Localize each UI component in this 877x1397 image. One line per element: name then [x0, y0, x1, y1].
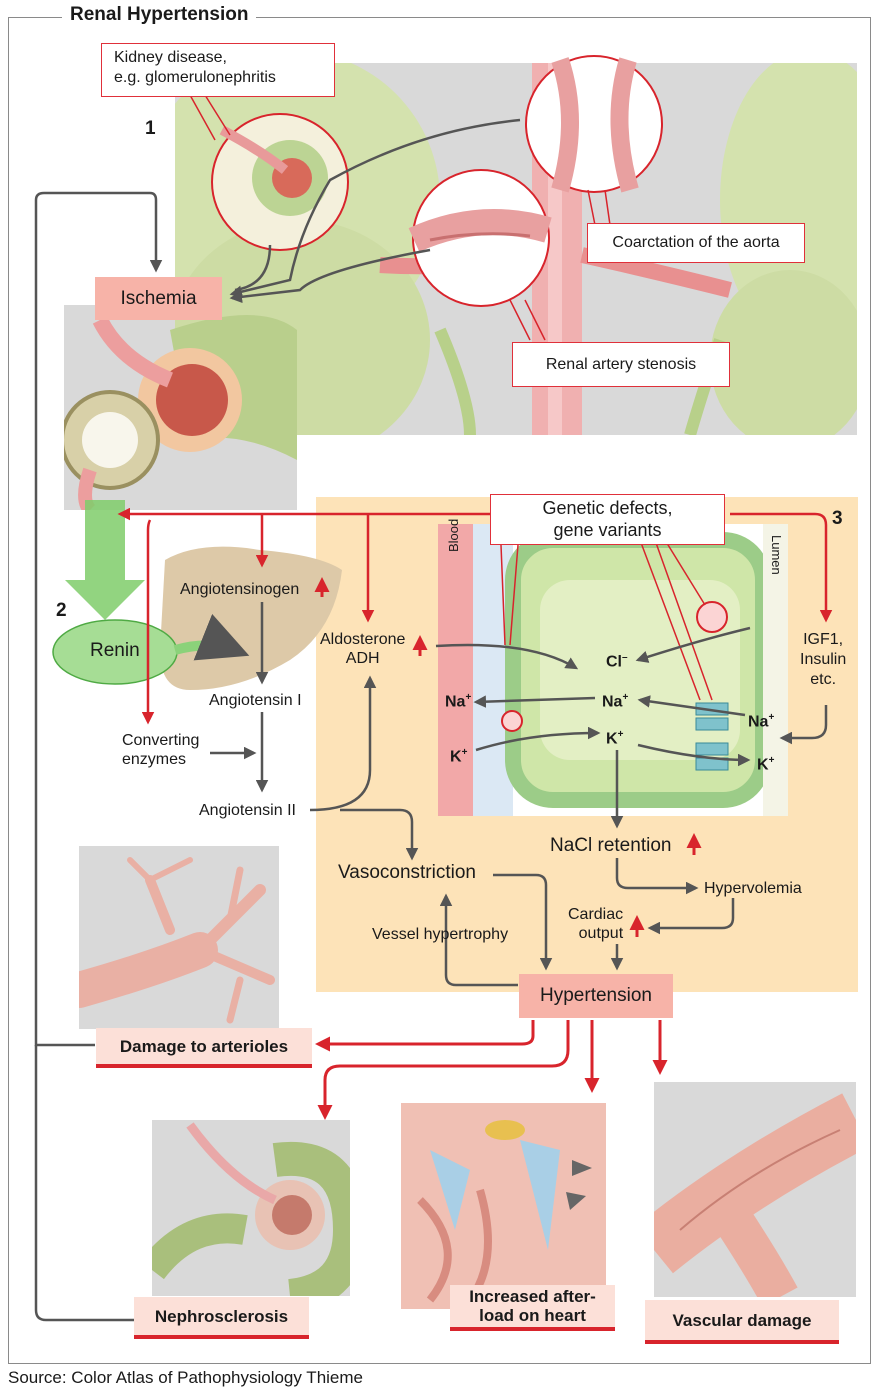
kidney-disease-callout: Kidney disease, e.g. glomerulonephritis: [101, 43, 335, 97]
vascular-damage-box: Vascular damage: [645, 1300, 839, 1344]
renal-artery-stenosis-callout: Renal artery stenosis: [512, 342, 730, 387]
hypervolemia-label: Hypervolemia: [704, 880, 802, 897]
increased-afterload-box: Increased after- load on heart: [450, 1285, 615, 1331]
renin-release-arrow: [65, 500, 145, 620]
liver-shape: [160, 546, 342, 690]
na-ion-lumen-label: Na+: [748, 712, 775, 731]
panel-number-3: 3: [832, 508, 843, 529]
nephrosclerosis-box: Nephrosclerosis: [134, 1297, 309, 1339]
converting-enzymes-label: Converting enzymes: [122, 732, 200, 768]
igf1-label: IGF1, Insulin etc.: [800, 631, 847, 688]
figure-frame: [8, 17, 871, 1364]
arterioles-illustration: [79, 857, 275, 1024]
blood-label: Blood: [446, 518, 461, 552]
k-ion-lumen-label: K+: [757, 755, 775, 774]
ischemia-illustration: [64, 315, 297, 510]
angiotensinogen-label: Angiotensinogen: [180, 581, 300, 598]
cl-ion-label: Cl–: [606, 652, 628, 671]
nephrosclerosis-illustration: [152, 1122, 350, 1296]
genetic-defects-callout: Genetic defects, gene variants: [490, 494, 725, 545]
vessel-illustration: [654, 1093, 856, 1297]
aorta-magnifier: [525, 55, 663, 193]
ischemia-box: Ischemia: [95, 277, 222, 320]
panel-number-2: 2: [56, 600, 67, 621]
aldosterone-adh-label: Aldosterone ADH: [320, 631, 406, 667]
nacl-retention-label: NaCl retention: [550, 835, 672, 856]
panel-number-1: 1: [145, 118, 156, 139]
tubular-cell-illustration: [438, 524, 788, 816]
lumen-label: Lumen: [769, 535, 784, 575]
hypertension-box: Hypertension: [519, 974, 673, 1018]
heart-illustration: [401, 1103, 606, 1309]
renin-label: Renin: [90, 640, 140, 661]
na-ion-cell-label: Na+: [602, 692, 629, 711]
k-ion-cell-label: K+: [606, 729, 624, 748]
renin-to-angiotensin-arrow: [173, 613, 250, 661]
coarctation-callout: Coarctation of the aorta: [587, 223, 805, 263]
k-ion-blood-label: K+: [450, 747, 468, 766]
na-ion-blood-label: Na+: [445, 692, 472, 711]
cardiac-output-label: Cardiac output: [568, 906, 624, 942]
renal-artery-magnifier: [408, 169, 552, 307]
angiotensin-2-label: Angiotensin II: [199, 802, 296, 819]
vasoconstriction-label: Vasoconstriction: [338, 862, 476, 883]
angiotensin-1-label: Angiotensin I: [209, 692, 302, 709]
damage-to-arterioles-box: Damage to arterioles: [96, 1028, 312, 1068]
source-caption: Source: Color Atlas of Pathophysiology T…: [8, 1368, 363, 1387]
vessel-hypertrophy-label: Vessel hypertrophy: [372, 926, 509, 943]
figure-title: Renal Hypertension: [62, 4, 257, 26]
